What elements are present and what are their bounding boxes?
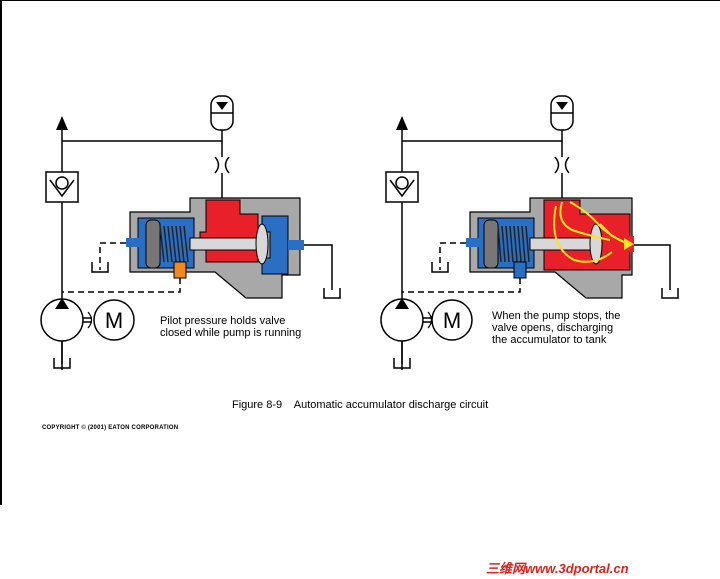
motor-label: M (105, 308, 123, 333)
pilot-line (402, 278, 521, 293)
caption-line: Pilot pressure holds valve (160, 315, 286, 327)
tank-symbol-icon (323, 288, 341, 299)
flow-arrow-icon (56, 116, 68, 130)
poppet (255, 223, 269, 265)
drain-line (99, 242, 126, 270)
motor-label: M (443, 308, 461, 333)
caption-line: When the pump stops, the (492, 310, 621, 322)
flow-arrow-icon (396, 116, 408, 130)
tank-symbol-icon (661, 288, 679, 299)
figure-caption: Figure 8-9 Automatic accumulator dischar… (232, 399, 489, 411)
pilot-port (513, 261, 527, 279)
tank-symbol-icon (431, 262, 449, 273)
caption-line: closed while pump is running (160, 327, 302, 339)
check-valve-ball-icon (55, 176, 69, 190)
diagram-frame (0, 0, 720, 505)
orifice-icon (214, 156, 220, 174)
copyright-notice: COPYRIGHT © (2001) EATON CORPORATION (42, 425, 179, 431)
poppet (589, 223, 603, 265)
check-valve-ball-icon (395, 176, 409, 190)
watermark: 三维网www.3dportal.cn (486, 561, 629, 576)
tank-symbol-icon (393, 358, 411, 369)
left-caption: Pilot pressure holds valve closed while … (160, 315, 301, 339)
pilot-line (62, 278, 181, 293)
caption-line: the accumulator to tank (492, 334, 607, 346)
piston (145, 219, 161, 269)
motor-icon (431, 299, 473, 341)
spring-icon (159, 225, 189, 263)
piston (483, 219, 499, 269)
caption-line: valve opens, discharging (492, 322, 614, 334)
pilot-port (173, 261, 187, 279)
right-circuit: M (380, 95, 679, 370)
tank-symbol-icon (91, 262, 109, 273)
flow-path-icon (553, 201, 629, 263)
motor-icon (93, 299, 135, 341)
right-caption: When the pump stops, the valve opens, di… (492, 310, 620, 346)
left-circuit: M (40, 95, 341, 370)
orifice-icon (554, 156, 560, 174)
spool (529, 237, 595, 251)
spring-icon (497, 225, 530, 263)
spool (189, 237, 265, 251)
tank-symbol-icon (53, 358, 71, 369)
drain-line (439, 242, 466, 270)
